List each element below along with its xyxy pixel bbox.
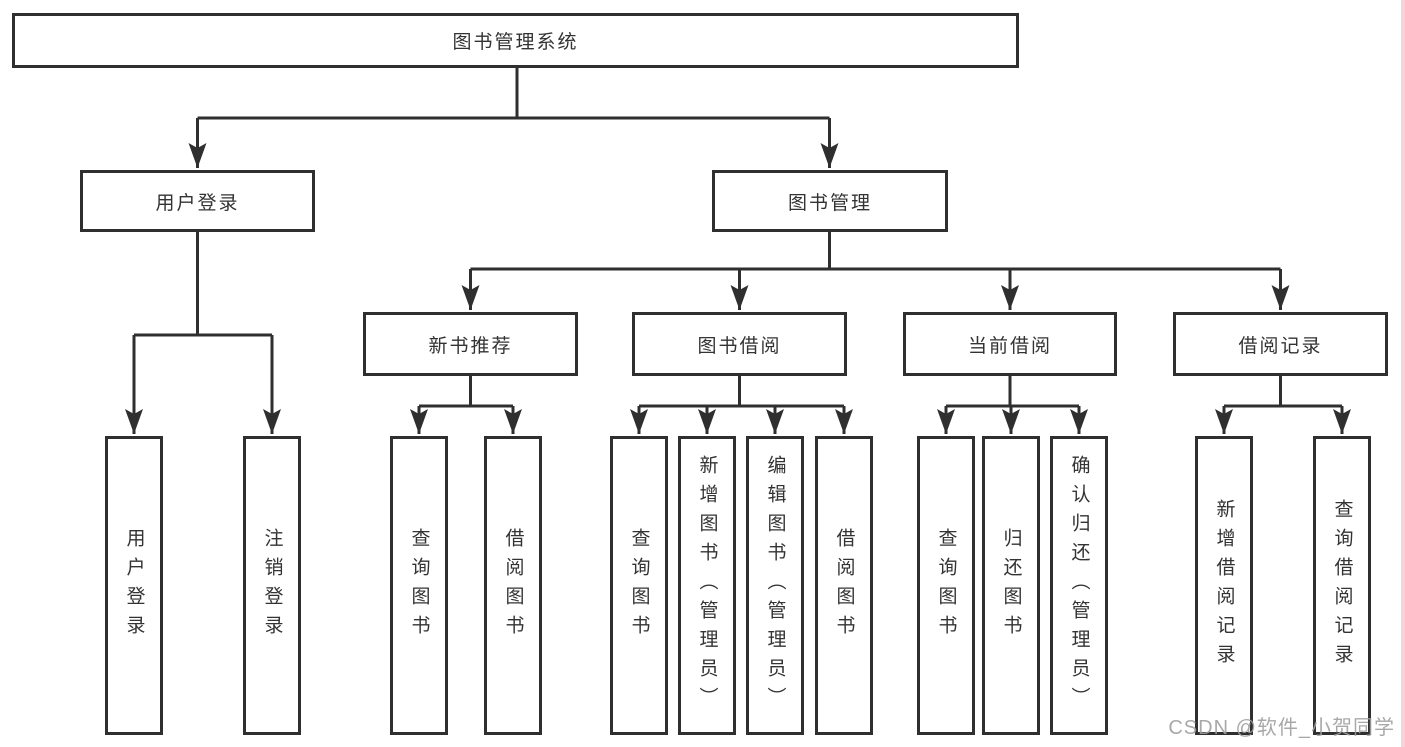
node-label: 借阅图书 [833, 527, 855, 644]
leaf-query-books-recommend: 查询图书 [390, 436, 448, 735]
leaf-add-borrow-record: 新增借阅记录 [1195, 436, 1253, 735]
csdn-watermark: CSDN @软件_小贺同学 [1168, 717, 1395, 739]
leaf-user-login: 用户登录 [105, 436, 163, 735]
node-label: 新增借阅记录 [1213, 498, 1235, 673]
node-label: 新书推荐 [428, 335, 513, 357]
node-label: 图书管理系统 [452, 32, 579, 53]
node-user-login-branch: 用户登录 [80, 170, 315, 232]
node-label: 用户登录 [123, 527, 145, 644]
node-label: 注销登录 [261, 527, 283, 644]
node-label: 归还图书 [1000, 527, 1022, 644]
leaf-query-borrow-record: 查询借阅记录 [1313, 436, 1371, 735]
node-new-book-recommend: 新书推荐 [363, 312, 578, 376]
node-label: 借阅记录 [1238, 335, 1323, 357]
leaf-add-book-admin: 新增图书（管理员） [678, 436, 736, 735]
leaf-logout: 注销登录 [243, 436, 301, 735]
node-label: 新增图书（管理员） [696, 455, 718, 716]
leaf-borrow-book: 借阅图书 [815, 436, 873, 735]
leaf-return-book: 归还图书 [982, 436, 1040, 735]
node-label: 确认归还（管理员） [1068, 455, 1090, 716]
right-edge-tint [1401, 0, 1405, 747]
node-label: 编辑图书（管理员） [764, 455, 786, 716]
node-label: 查询图书 [935, 527, 957, 644]
node-label: 用户登录 [155, 192, 240, 214]
node-label: 图书借阅 [697, 335, 782, 357]
leaf-query-books-borrow: 查询图书 [610, 436, 668, 735]
leaf-borrow-books-recommend: 借阅图书 [484, 436, 542, 735]
node-label: 当前借阅 [967, 335, 1052, 357]
node-label: 图书管理 [787, 192, 872, 214]
node-label: 查询图书 [408, 527, 430, 644]
node-book-management-branch: 图书管理 [712, 170, 948, 232]
node-book-borrow: 图书借阅 [632, 312, 847, 376]
leaf-edit-book-admin: 编辑图书（管理员） [746, 436, 804, 735]
leaf-confirm-return-admin: 确认归还（管理员） [1050, 436, 1108, 735]
node-root-library-system: 图书管理系统 [12, 13, 1019, 68]
node-label: 查询图书 [628, 527, 650, 644]
leaf-query-books-current: 查询图书 [917, 436, 975, 735]
node-label: 借阅图书 [502, 527, 524, 644]
node-label: 查询借阅记录 [1331, 498, 1353, 673]
node-current-borrow: 当前借阅 [903, 312, 1117, 376]
node-borrow-records: 借阅记录 [1173, 312, 1388, 376]
